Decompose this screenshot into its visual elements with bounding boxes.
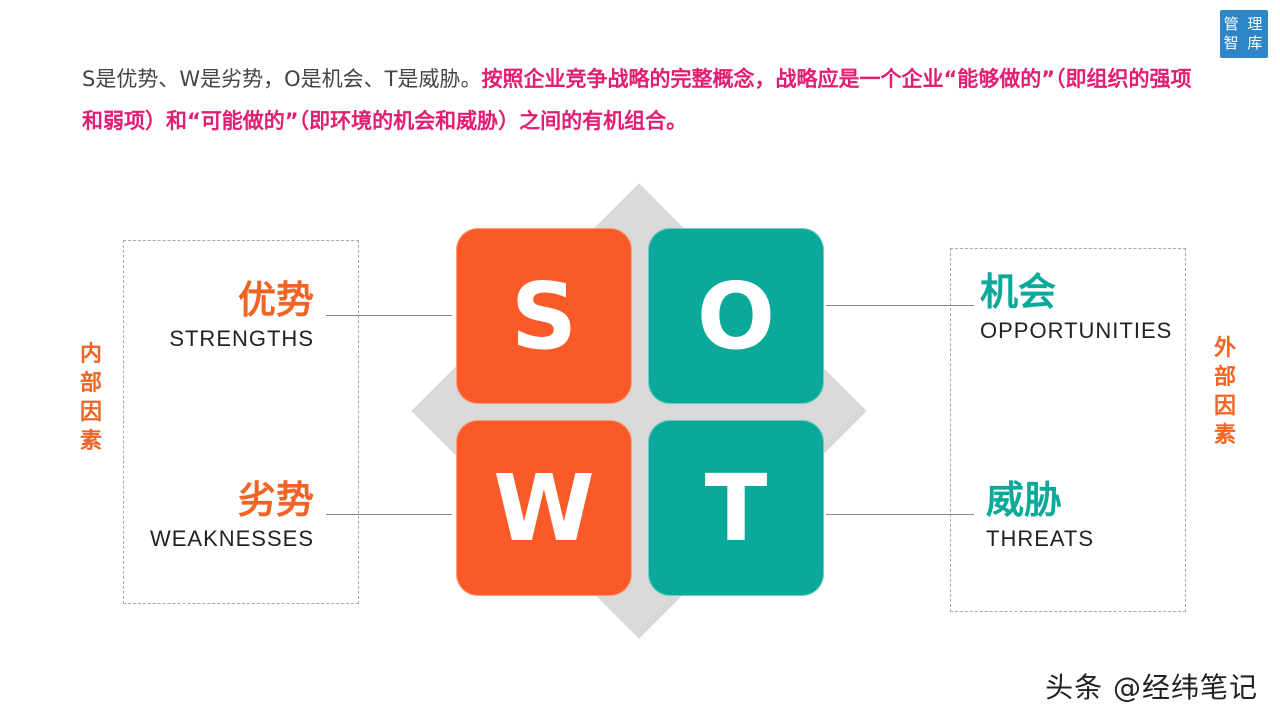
external-char-2: 部 [1213, 365, 1236, 390]
opportunities-subtitle: OPPORTUNITIES [980, 318, 1173, 343]
internal-char-2: 部 [79, 371, 102, 396]
watermark: 头条 @经纬笔记 [1045, 671, 1258, 704]
brand-logo: 管 理 智 库 [1220, 10, 1268, 58]
internal-char-4: 素 [79, 429, 102, 454]
connector-weaknesses [326, 514, 452, 515]
threats-subtitle: THREATS [986, 526, 1095, 551]
internal-factors-label: 内 部 因 素 [78, 340, 104, 456]
strengths-title: 优势 [237, 278, 314, 322]
tile-s: S [456, 228, 632, 404]
tile-t: T [648, 420, 824, 596]
external-char-4: 素 [1213, 423, 1236, 448]
external-factors-label: 外 部 因 素 [1212, 334, 1238, 450]
tile-o: O [648, 228, 824, 404]
intro-highlight: 按照企业竞争战略的完整概念，战略应是一个企业“能够做的”（即组织的强项和弱项）和… [82, 67, 1192, 133]
strengths-subtitle: STRENGTHS [169, 326, 314, 351]
weaknesses-subtitle: WEAKNESSES [149, 526, 314, 551]
logo-line-1: 管 理 [1223, 15, 1265, 33]
opportunities-title: 机会 [980, 270, 1057, 314]
external-factors-panel [950, 248, 1186, 612]
connector-opportunities [826, 305, 974, 306]
connector-strengths [326, 315, 452, 316]
logo-line-2: 智 库 [1223, 34, 1265, 52]
external-char-1: 外 [1213, 336, 1236, 361]
tile-w: W [456, 420, 632, 596]
intro-text: S是优势、W是劣势，O是机会、T是威胁。按照企业竞争战略的完整概念，战略应是一个… [82, 58, 1212, 142]
weaknesses-title: 劣势 [237, 478, 314, 522]
intro-plain: S是优势、W是劣势，O是机会、T是威胁。 [82, 67, 482, 91]
internal-char-3: 因 [79, 400, 102, 425]
external-char-3: 因 [1213, 394, 1236, 419]
threats-title: 威胁 [986, 478, 1063, 522]
connector-threats [826, 514, 974, 515]
internal-char-1: 内 [79, 342, 102, 367]
internal-factors-panel [123, 240, 359, 604]
